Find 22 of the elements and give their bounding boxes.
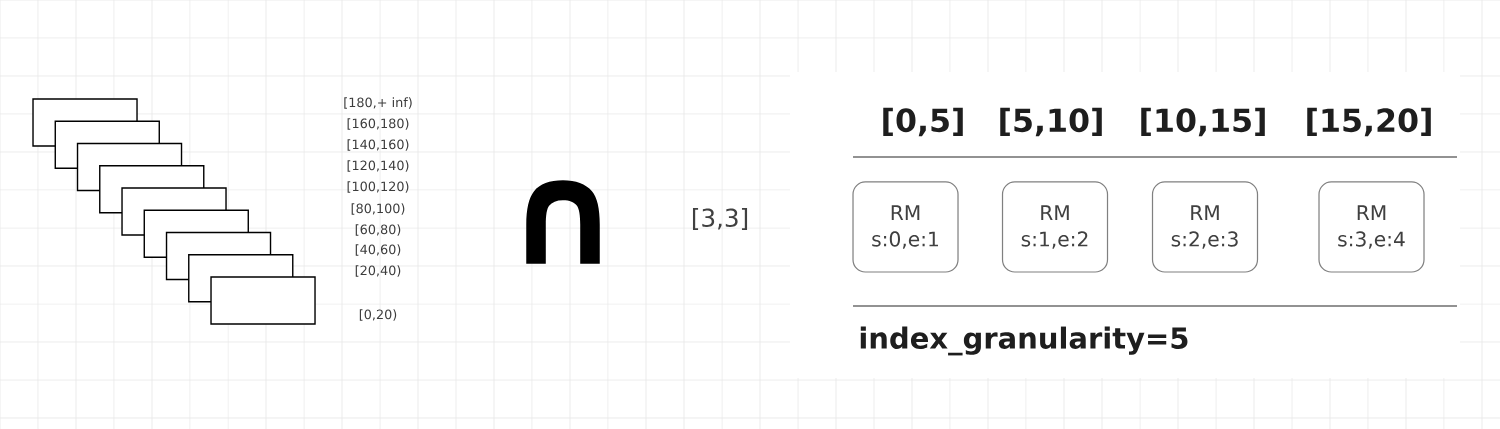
range-heading: [15,20] bbox=[1307, 107, 1431, 137]
rm-box: RM s:1,e:2 bbox=[1001, 181, 1109, 273]
interval-label: [160,180) bbox=[347, 118, 409, 130]
interval-label: [80,100) bbox=[351, 203, 405, 215]
range-heading: [10,15] bbox=[1141, 107, 1265, 137]
interval-label: [0,20) bbox=[359, 309, 397, 321]
interval-label: [100,120) bbox=[347, 181, 409, 193]
rm-box: RM s:3,e:4 bbox=[1318, 181, 1425, 273]
stacked-box bbox=[210, 276, 316, 325]
rm-box: RM s:0,e:1 bbox=[852, 181, 959, 273]
intersection-symbol: ∩ bbox=[526, 180, 600, 264]
interval-label: [20,40) bbox=[355, 265, 401, 277]
interval-label: [180,+ inf) bbox=[344, 97, 412, 109]
range-heading: [0,5] bbox=[883, 107, 963, 137]
granularity-label: index_granularity=5 bbox=[860, 326, 1188, 356]
result-label: [3,3] bbox=[692, 208, 748, 230]
interval-label: [60,80) bbox=[355, 224, 401, 236]
interval-label: [40,60) bbox=[355, 244, 401, 256]
range-heading: [5,10] bbox=[1000, 107, 1102, 137]
interval-label: [140,160) bbox=[347, 139, 409, 151]
rm-box: RM s:2,e:3 bbox=[1151, 181, 1259, 273]
interval-label: [120,140) bbox=[347, 160, 409, 172]
